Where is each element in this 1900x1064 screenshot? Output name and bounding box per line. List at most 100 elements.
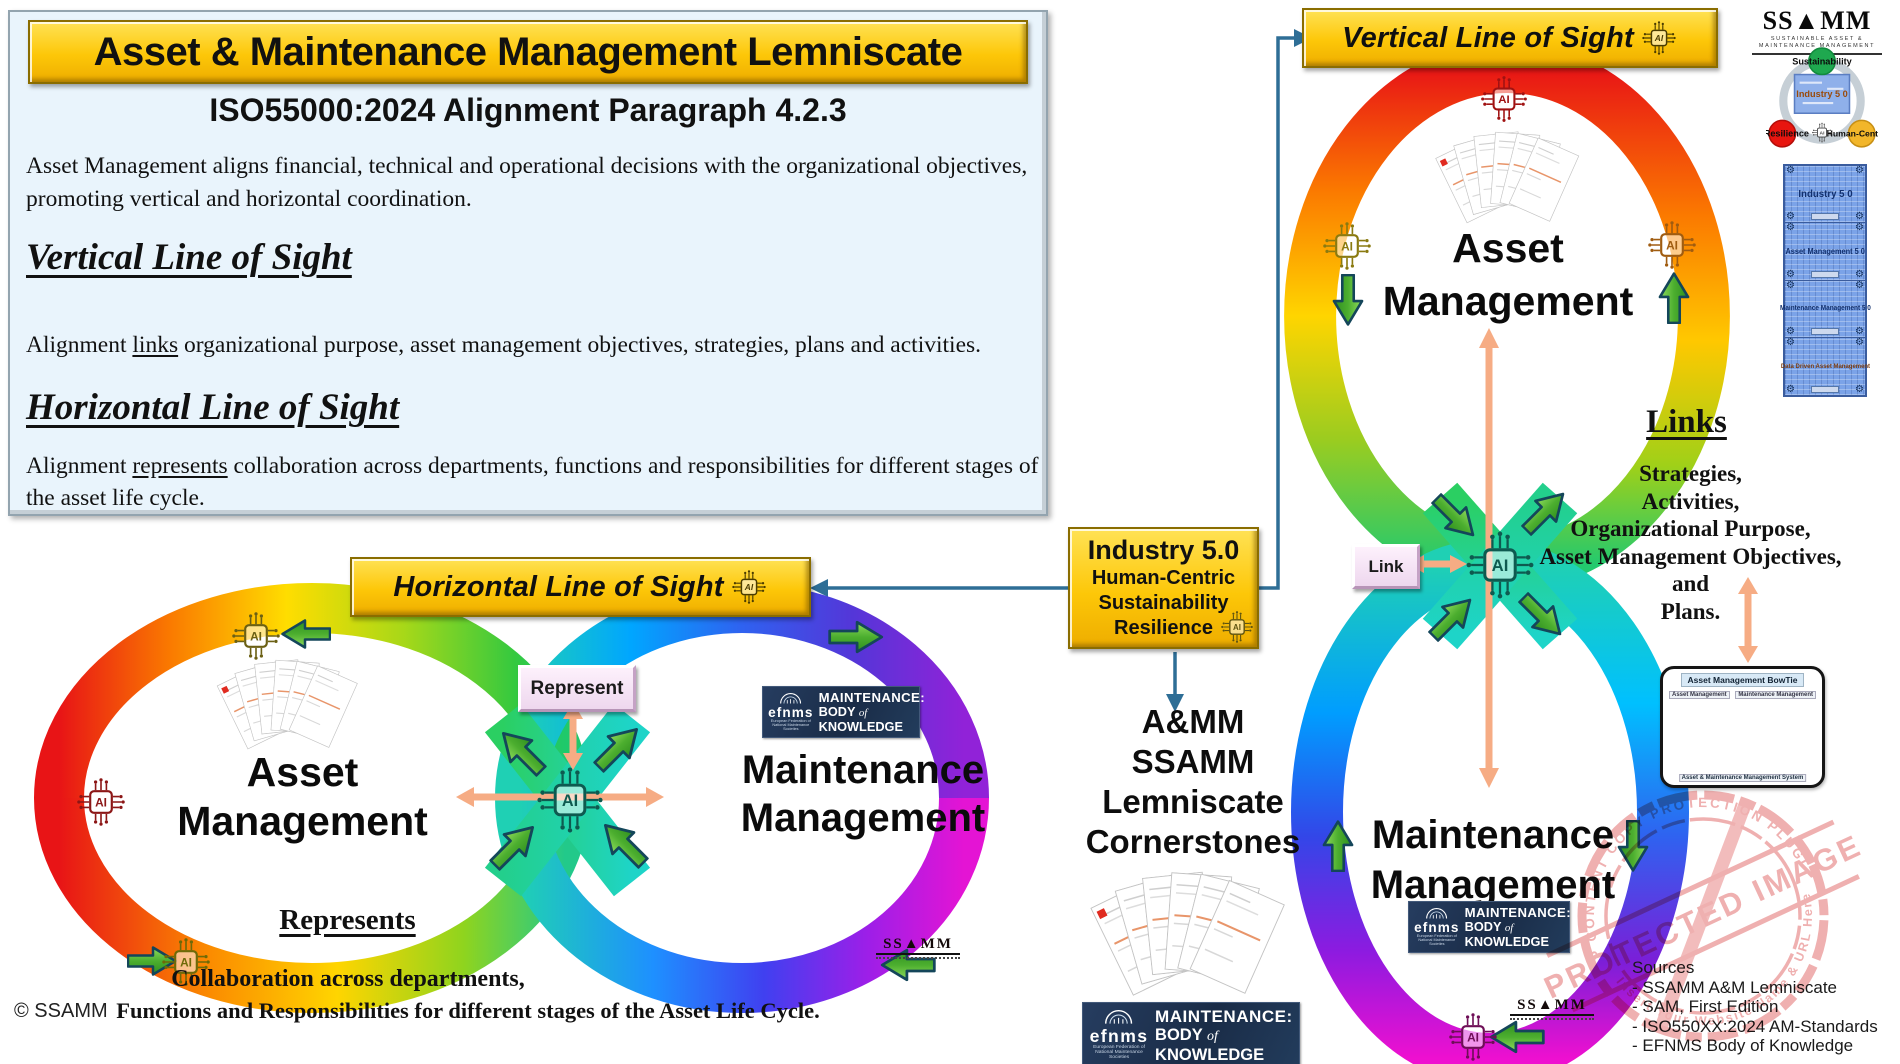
sustainability-circle (1808, 47, 1836, 76)
gear-icon: ⚙ (1855, 325, 1864, 337)
word-panel-tag (1811, 327, 1839, 335)
industry5-word-panel: ⚙⚙ ⚙⚙ Industry 5 0 ⚙⚙ ⚙⚙ Asset Managemen… (1780, 164, 1870, 397)
efnms-tagline: European Federation of National Maintena… (1416, 933, 1457, 946)
gear-icon: ⚙ (1786, 384, 1795, 395)
ai-chip-icon (1640, 19, 1678, 57)
ssamm-mini-wordmark: SS▲MM (883, 936, 953, 952)
bowtie-left-label: Asset Management (1669, 691, 1730, 699)
efnms-arc-icon (780, 693, 802, 704)
represent-button[interactable]: Represent (518, 665, 636, 712)
industry-5-line: Resilience (1114, 617, 1213, 639)
gear-icon: ⚙ (1786, 336, 1795, 348)
ssamm-mini-logo: SS▲MM (1510, 997, 1594, 1020)
horizontal-los-text: Alignment represents collaboration acros… (26, 450, 1042, 514)
efnms-of: of (1207, 1029, 1218, 1045)
connector-lines (826, 36, 1294, 696)
industry-5-box: Industry 5.0 Human-Centric Sustainabilit… (1068, 527, 1259, 649)
text-fragment: Alignment (26, 453, 133, 479)
links-item: Plans. (1660, 598, 1721, 624)
links-list: Strategies, Activities, Organizational P… (1513, 460, 1868, 625)
links-item: Asset Management Objectives, (1539, 543, 1842, 569)
maintenance-management-label-right: Maintenance Management (698, 746, 1028, 842)
efnms-logo: efnms European Federation of National Ma… (1090, 1010, 1149, 1061)
word-panel-label: Industry 5 0 (1797, 188, 1853, 201)
banner-label: Horizontal Line of Sight (393, 570, 724, 603)
ai-chip-icon (730, 568, 768, 606)
gear-icon: ⚙ (1855, 279, 1864, 291)
cornerstones-line: A&MM (1141, 703, 1245, 740)
gear-icon: ⚙ (1855, 222, 1864, 234)
document-fan-asset-top (1436, 132, 1579, 223)
links-item: Strategies, (1639, 461, 1742, 486)
banner-label: Vertical Line of Sight (1342, 21, 1634, 54)
vertical-los-text: Alignment links organizational purpose, … (26, 332, 1038, 359)
efnms-knowledge: KNOWLEDGE (1155, 1045, 1265, 1064)
link-button[interactable]: Link (1352, 544, 1420, 589)
text-fragment-underlined: represents (132, 453, 228, 479)
word-panel-section: ⚙⚙ ⚙⚙ Data Driven Asset Management (1780, 336, 1870, 395)
copyright-notice: © SSAMM (14, 1000, 108, 1022)
word-panel-tag (1811, 270, 1839, 278)
label-line: Maintenance (1371, 813, 1615, 857)
vertical-los-heading: Vertical Line of Sight (26, 237, 352, 278)
efnms-line1: MAINTENANCE: (1155, 1006, 1293, 1026)
gear-icon: ⚙ (1855, 165, 1864, 176)
efnms-logo: efnms European Federation of National Ma… (1414, 908, 1459, 946)
ssamm-mini-wordmark: SS▲MM (1517, 997, 1587, 1013)
page-subtitle: ISO55000:2024 Alignment Paragraph 4.2.3 (209, 92, 847, 128)
bowtie-right-label: Maintenance Management (1735, 691, 1816, 699)
horizontal-los-banner: Horizontal Line of Sight (350, 557, 811, 617)
efnms-of: of (858, 707, 868, 720)
word-panel-label: Data Driven Asset Management (1780, 362, 1870, 370)
sources-list: Sources - SSAMM A&M Lemniscate - SAM, Fi… (1632, 958, 1900, 1056)
gear-icon: ⚙ (1786, 268, 1795, 280)
label-line: Asset (246, 749, 359, 795)
ssamm-wordmark: SS▲MM (1762, 6, 1872, 35)
resilience-label: Resilience (1766, 129, 1809, 139)
gear-icon: ⚙ (1855, 211, 1864, 223)
source-item: - ISO550XX:2024 AM-Standards (1632, 1016, 1878, 1036)
efnms-body-of-knowledge-badge: efnms European Federation of National Ma… (762, 686, 925, 739)
flow-arrow (1332, 274, 1364, 326)
ssamm-subtitle: MAINTENANCE MANAGEMENT (1758, 43, 1876, 49)
efnms-tagline: European Federation of National Maintena… (1093, 1045, 1145, 1061)
gear-icon: ⚙ (1855, 336, 1864, 348)
label-line: Asset (1452, 225, 1564, 271)
efnms-of: of (1504, 922, 1514, 935)
word-panel-section: ⚙⚙ ⚙⚙ Maintenance Management 5 0 (1780, 279, 1870, 338)
cornerstones-line: Lemniscate (1102, 783, 1284, 820)
source-item: - EFNMS Body of Knowledge (1632, 1036, 1854, 1055)
efnms-name: efnms (1414, 919, 1460, 935)
links-item: Activities, (1641, 488, 1740, 514)
word-panel-tag (1811, 386, 1839, 393)
gear-icon: ⚙ (1786, 165, 1795, 176)
cornerstones-line: SSAMM (1131, 743, 1255, 780)
links-item: Organizational Purpose, (1570, 516, 1811, 541)
sources-heading: Sources (1632, 958, 1695, 977)
divider (876, 953, 960, 955)
vertical-los-banner: Vertical Line of Sight (1302, 8, 1718, 68)
info-panel: Asset & Maintenance Management Lemniscat… (8, 10, 1048, 516)
sustainability-label: Sustainability (1792, 56, 1852, 66)
document-fan-cornerstones (1091, 872, 1284, 995)
word-panel-tag (1811, 213, 1839, 221)
efnms-body-of-knowledge-badge: efnms European Federation of National Ma… (1082, 1002, 1300, 1064)
horizontal-los-heading: Horizontal Line of Sight (26, 387, 400, 428)
efnms-logo: efnms European Federation of National Ma… (768, 693, 813, 731)
bowtie-title: Asset Management BowTie (1680, 673, 1805, 687)
represents-desc-line1: Collaboration across departments, (171, 966, 525, 992)
efnms-body: BODY (818, 704, 856, 720)
efnms-body: BODY (1464, 919, 1502, 935)
document-fan-asset-left (217, 660, 357, 749)
industry-5-title: Industry 5.0 (1087, 535, 1240, 565)
efnms-body: BODY (1155, 1026, 1203, 1045)
cornerstones-label: A&MM SSAMM Lemniscate Cornerstones (1048, 702, 1338, 862)
triangle-center-label: Industry 5 0 (1796, 89, 1847, 99)
text-fragment: collaboration across departments, functi… (26, 453, 1039, 511)
ssamm-mini-logo: SS▲MM (876, 936, 960, 959)
text-fragment: organizational purpose, asset management… (178, 332, 982, 358)
industry-5-line: Sustainability (1098, 592, 1229, 614)
links-item: and (1671, 571, 1710, 596)
efnms-arc-icon (1426, 908, 1448, 919)
